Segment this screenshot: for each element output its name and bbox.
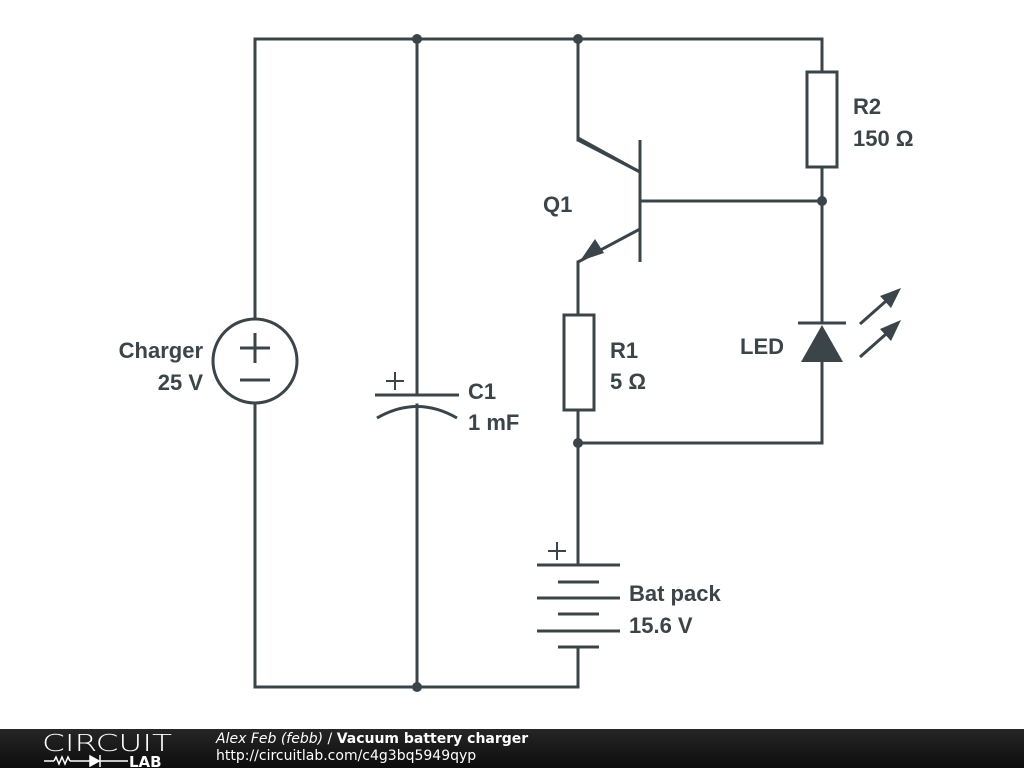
c1-name-label: C1 xyxy=(468,379,496,404)
junction-dot xyxy=(412,34,422,44)
junction-dot xyxy=(817,196,827,206)
battery-value-label: 15.6 V xyxy=(629,613,693,638)
q1-transistor[interactable]: Q1 xyxy=(543,136,642,264)
wires xyxy=(253,37,824,689)
r2-value-label: 150 Ω xyxy=(853,126,913,151)
c1-value-label: 1 mF xyxy=(468,410,519,435)
r2-name-label: R2 xyxy=(853,94,881,119)
junction-dot xyxy=(573,34,583,44)
logo-text-top: CIRCUIT xyxy=(42,731,172,757)
logo-circuit-icon xyxy=(44,754,128,767)
circuit-schematic: Charger 25 V C1 1 mF Q1 R1 5 Ω R2 150 Ω xyxy=(119,34,913,692)
r1-resistor[interactable]: R1 5 Ω xyxy=(562,313,646,412)
transistor-collector-lead xyxy=(577,136,641,174)
q1-name-label: Q1 xyxy=(543,192,572,217)
circuit-title[interactable]: Vacuum battery charger xyxy=(336,731,529,747)
r1-value-label: 5 Ω xyxy=(610,369,646,394)
charger-value-label: 25 V xyxy=(158,370,204,395)
capacitor-plate-curved xyxy=(376,405,458,420)
circuit-meta: Alex Feb (febb) / Vacuum battery charger… xyxy=(216,731,528,765)
footer-bar: CIRCUIT LAB Alex Feb (febb) / Vacuum bat… xyxy=(0,729,1024,768)
led-diode[interactable]: LED xyxy=(740,288,901,362)
battery-name-label: Bat pack xyxy=(629,581,721,606)
author-link[interactable]: Alex Feb (febb) xyxy=(216,731,324,747)
r2-resistor[interactable]: R2 150 Ω xyxy=(805,70,913,169)
logo-text-bottom: LAB xyxy=(129,753,162,767)
charger-voltage-source[interactable]: Charger 25 V xyxy=(119,317,299,405)
led-name-label: LED xyxy=(740,334,784,359)
r1-name-label: R1 xyxy=(610,338,638,363)
emitter-arrow-icon xyxy=(580,239,604,261)
junctions xyxy=(412,34,827,692)
light-ray-arrowhead-icon xyxy=(880,320,901,341)
circuitlab-logo[interactable]: CIRCUIT LAB xyxy=(40,731,180,767)
separator: / xyxy=(323,731,337,747)
resistor-body xyxy=(805,70,839,169)
c1-capacitor[interactable]: C1 1 mF xyxy=(375,372,519,435)
light-ray-arrowhead-icon xyxy=(880,288,901,308)
junction-dot xyxy=(573,438,583,448)
voltage-source-symbol xyxy=(211,317,299,405)
resistor-body xyxy=(562,313,596,412)
junction-dot xyxy=(412,682,422,692)
circuit-url[interactable]: http://circuitlab.com/c4g3bq5949qyp xyxy=(216,748,477,764)
charger-name-label: Charger xyxy=(119,338,204,363)
battery-pack[interactable]: Bat pack 15.6 V xyxy=(537,542,721,649)
led-triangle xyxy=(801,325,843,362)
